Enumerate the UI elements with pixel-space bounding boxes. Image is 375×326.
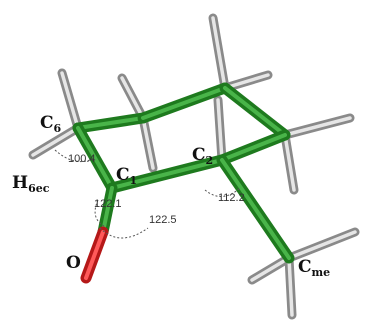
atom-label-c1: C1: [116, 165, 137, 187]
atom-label-cme: Cme: [298, 257, 330, 279]
angle-value-c6-c1-o: 122.5: [149, 214, 177, 226]
angle-value-h6ec-c6-c1: 100.4: [68, 153, 96, 165]
atom-labels: C6 C1 C2 H6ec Cme O: [12, 113, 330, 279]
angle-value-c1-c2-cme: 112.2: [218, 192, 245, 204]
atom-label-o: O: [66, 253, 81, 273]
carbonyl-bond: [80, 182, 118, 284]
atom-label-h6ec: H6ec: [12, 173, 50, 195]
angle-arc-c6-c1-o: [99, 227, 149, 239]
carbon-bonds: [72, 82, 295, 264]
hydrogen-bonds: [28, 13, 360, 320]
angle-arcs: [54, 149, 241, 239]
bonds-group: [28, 13, 360, 320]
angle-values: 100.4 122.1 122.5 112.2: [68, 153, 245, 226]
atom-label-c2: C2: [192, 145, 213, 167]
angle-value-c6-c1-c2: 122.1: [94, 198, 122, 210]
atom-label-c6: C6: [40, 113, 62, 135]
angle-arc-h6ec-c6-c1: [54, 149, 96, 163]
